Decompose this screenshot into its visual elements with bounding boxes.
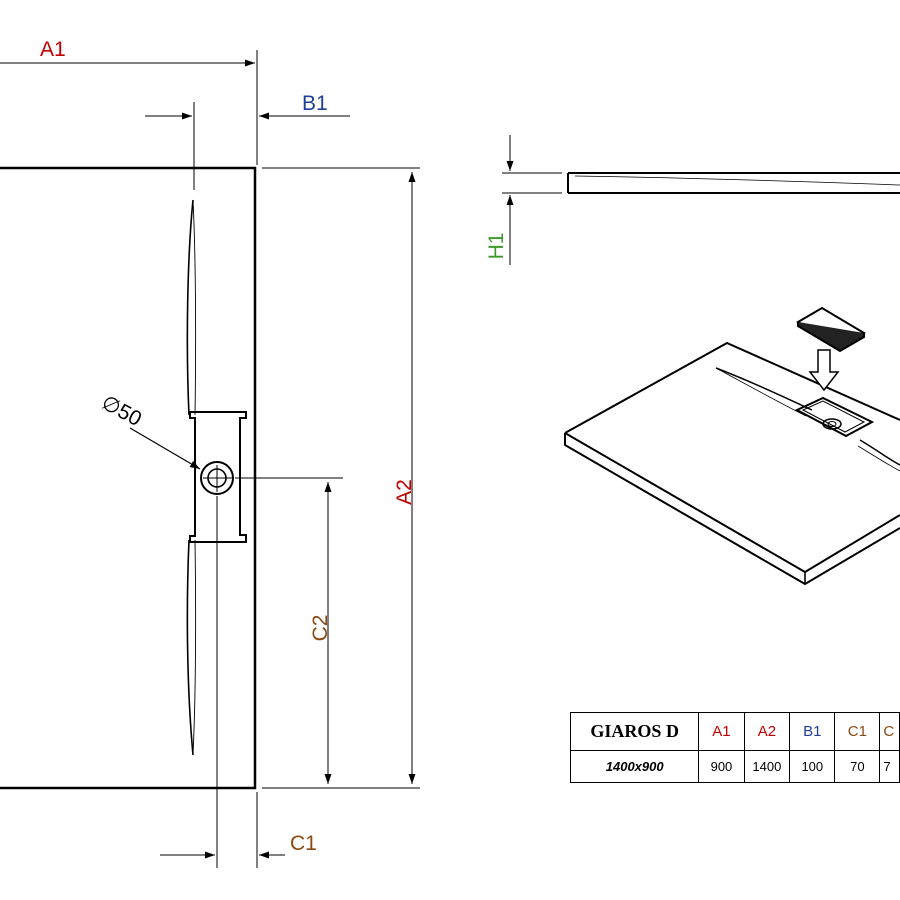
col-b1: B1 <box>789 712 836 751</box>
dimensions-table: GIAROS D A1 A2 B1 C1 C 1400x900 900 1400… <box>569 712 900 783</box>
iso-drain-box <box>794 396 875 438</box>
table-row: 1400x900 900 1400 100 70 7 <box>569 750 900 783</box>
label-h1: H1 <box>485 233 508 260</box>
label-b1: B1 <box>302 92 328 115</box>
value-b1: 100 <box>789 750 836 783</box>
iso-tray-top <box>564 342 900 434</box>
dimension-lines <box>0 50 420 868</box>
drain-box <box>189 411 247 543</box>
isometric-view <box>564 306 900 585</box>
label-c1: C1 <box>290 832 317 855</box>
label-a1: A1 <box>40 38 66 61</box>
dimension-labels: A1 B1 A2 C2 C1 H1 ∅50 <box>40 38 508 855</box>
iso-insert-arrow <box>808 349 840 392</box>
col-c2: C <box>879 712 900 751</box>
side-view <box>502 135 900 265</box>
col-c1: C1 <box>834 712 881 751</box>
model-size: 1400x900 <box>569 750 700 783</box>
drain-channel <box>186 199 194 756</box>
value-c2: 7 <box>879 750 900 783</box>
label-c2: C2 <box>309 615 332 642</box>
col-a2: A2 <box>743 712 791 751</box>
value-c1: 70 <box>834 750 881 783</box>
value-a2: 1400 <box>743 750 791 783</box>
col-a1: A1 <box>698 712 745 751</box>
value-a1: 900 <box>698 750 745 783</box>
tray-profile <box>567 172 900 194</box>
model-name: GIAROS D <box>569 712 700 751</box>
table-header-row: GIAROS D A1 A2 B1 C1 C <box>569 712 900 751</box>
drain-hole <box>200 461 234 495</box>
label-diameter: ∅50 <box>98 391 146 431</box>
label-a2: A2 <box>393 479 416 505</box>
